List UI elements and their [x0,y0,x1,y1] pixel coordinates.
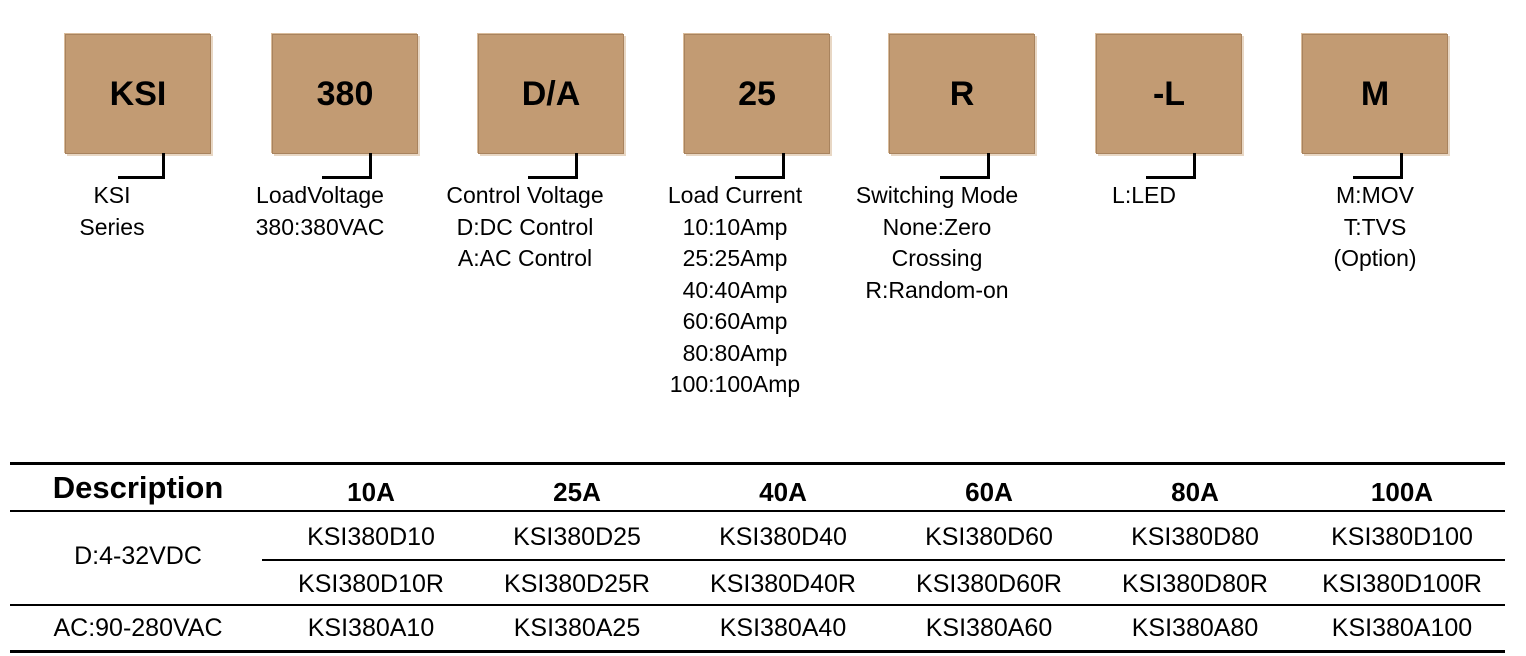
table-header-100a: 100A [1370,477,1434,507]
table-header-rule [10,510,1505,512]
table-cell: KSI380A10 [307,614,435,642]
table-header-description: Description [52,470,224,505]
code-box-series: KSI [65,34,211,154]
table-header-60a: 60A [965,477,1013,507]
table-bottom-rule [10,650,1505,653]
code-box-load-current: 25 [684,34,830,154]
leader-line-control-voltage [528,153,578,179]
table-cell: KSI380D80R [1122,570,1268,598]
code-box-protection: M [1302,34,1448,154]
table-cell: KSI380D10R [298,570,444,598]
table-cell: KSI380A25 [513,614,641,642]
table-cell: KSI380D40R [710,570,856,598]
group-label-dc: D:4-32VDC [74,542,202,570]
table-cell: KSI380D25R [504,570,650,598]
table-cell: KSI380D10 [307,523,435,551]
table-cell: KSI380D100R [1322,570,1482,598]
table-cell: KSI380D40 [719,523,847,551]
code-box-switching-mode: R [889,34,1035,154]
code-box-led: -L [1096,34,1242,154]
group-label-ac: AC:90-280VAC [53,614,223,642]
table-inner-rule [262,559,1505,561]
table-group-rule [10,604,1505,606]
table-header-25a: 25A [553,477,601,507]
table-cell: KSI380D100 [1331,523,1473,551]
table-header-40a: 40A [759,477,807,507]
code-box-load-voltage: 380 [272,34,418,154]
code-box-control-voltage: D/A [478,34,624,154]
table-cell: KSI380A60 [925,614,1053,642]
table-cell: KSI380D60 [925,523,1053,551]
table-cell: KSI380D25 [513,523,641,551]
table-header-10a: 10A [347,477,395,507]
leader-line-series [118,153,165,179]
leader-line-switching-mode [940,153,990,179]
leader-line-load-current [735,153,785,179]
leader-line-load-voltage [322,153,372,179]
table-top-rule [10,462,1505,465]
table-cell: KSI380A100 [1331,614,1473,642]
table-cell: KSI380D60R [916,570,1062,598]
table-cell: KSI380A80 [1131,614,1259,642]
leader-line-protection [1353,153,1403,179]
table-cell: KSI380A40 [719,614,847,642]
desc-led: L:LED [1112,182,1176,208]
leader-line-led [1146,153,1196,179]
table-cell: KSI380D80 [1131,523,1259,551]
table-header-80a: 80A [1171,477,1219,507]
